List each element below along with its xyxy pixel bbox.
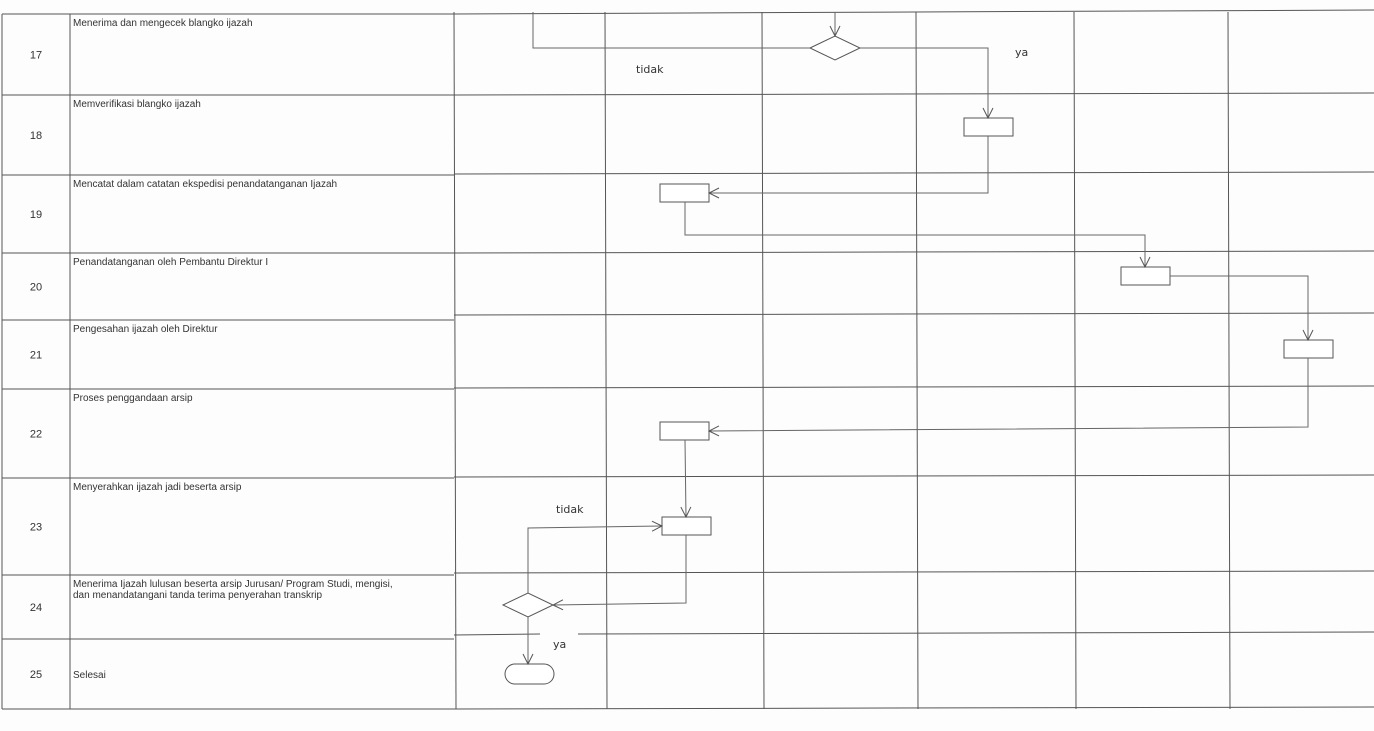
row-number-17: 17 <box>30 50 42 62</box>
label-no-bottom: tidak <box>556 503 584 516</box>
row-description-21: Pengesahan ijazah oleh Direktur <box>73 324 218 335</box>
grid-h-lane-5 <box>453 385 1374 389</box>
grid-h-lane-0 <box>453 9 1374 15</box>
process-box-record <box>659 183 710 203</box>
process-box-verify <box>963 117 1014 137</box>
label-yes-bottom: ya <box>553 638 566 651</box>
connector-legalize-to-duplicate <box>709 358 1309 431</box>
grid-v-4 <box>761 11 765 710</box>
connector-no-bottom <box>527 526 662 593</box>
grid-h-lane-4 <box>453 312 1374 316</box>
grid-v-6 <box>1073 11 1077 710</box>
grid-v-2 <box>453 11 457 710</box>
grid-h-lane-2 <box>453 171 1374 175</box>
row-number-20: 20 <box>30 282 42 294</box>
connector-sign-to-legalize <box>1170 275 1308 340</box>
row-description-19: Mencatat dalam catatan ekspedisi penanda… <box>73 179 337 190</box>
grid-v-7 <box>1227 11 1231 710</box>
row-description-25: Selesai <box>73 670 106 681</box>
connector-no-top <box>532 12 810 49</box>
terminator-end <box>504 663 555 685</box>
connector-record-to-sign <box>684 202 1145 267</box>
connector-yes-top <box>860 47 988 118</box>
process-box-duplicate <box>659 421 710 441</box>
grid-v-3 <box>604 11 608 710</box>
row-number-23: 23 <box>30 522 42 534</box>
decision-diamond-check <box>808 35 862 61</box>
row-number-25: 25 <box>30 669 42 681</box>
row-number-24: 24 <box>30 602 42 614</box>
grid-v-5 <box>915 11 919 710</box>
label-no-top: tidak <box>636 63 664 76</box>
process-box-legalize <box>1283 339 1334 359</box>
grid-h-lane-8-b <box>577 631 1374 635</box>
grid-h-lane-3 <box>453 250 1374 254</box>
row-description-17: Menerima dan mengecek blangko ijazah <box>73 18 253 29</box>
label-yes-top: ya <box>1015 46 1028 59</box>
row-number-21: 21 <box>30 350 42 362</box>
grid-h-lane-8-a <box>453 633 541 636</box>
row-number-22: 22 <box>30 429 42 441</box>
row-number-19: 19 <box>30 209 42 221</box>
grid-h-lane-7 <box>453 570 1374 574</box>
decision-diamond-receive <box>501 592 555 618</box>
flow-connectors <box>528 12 1308 664</box>
procedure-rows: 17 Menerima dan mengecek blangko ijazah 18… <box>30 18 393 681</box>
process-box-handover <box>661 516 712 536</box>
process-box-sign-pd1 <box>1120 266 1171 286</box>
row-description-22: Proses penggandaan arsip <box>73 393 193 404</box>
connector-handover-to-receive <box>553 535 687 605</box>
row-description-18: Memverifikasi blangko ijazah <box>73 99 201 110</box>
row-number-18: 18 <box>30 130 42 142</box>
row-description-24: Menerima Ijazah lulusan beserta arsip Ju… <box>73 579 393 590</box>
row-description-24-line-2: dan menandatangani tanda terima penyerah… <box>73 590 322 601</box>
grid-h-lane-9 <box>453 706 1374 710</box>
connector-verify-to-record <box>709 136 989 193</box>
row-description-20: Penandatanganan oleh Pembantu Direktur I <box>73 257 268 268</box>
row-description-23: Menyerahkan ijazah jadi beserta arsip <box>73 482 242 493</box>
grid-h-lane-6 <box>453 474 1374 478</box>
procedure-table-grid <box>1 9 1374 710</box>
grid-h-lane-1 <box>453 92 1374 96</box>
connector-duplicate-to-handover <box>685 439 686 517</box>
